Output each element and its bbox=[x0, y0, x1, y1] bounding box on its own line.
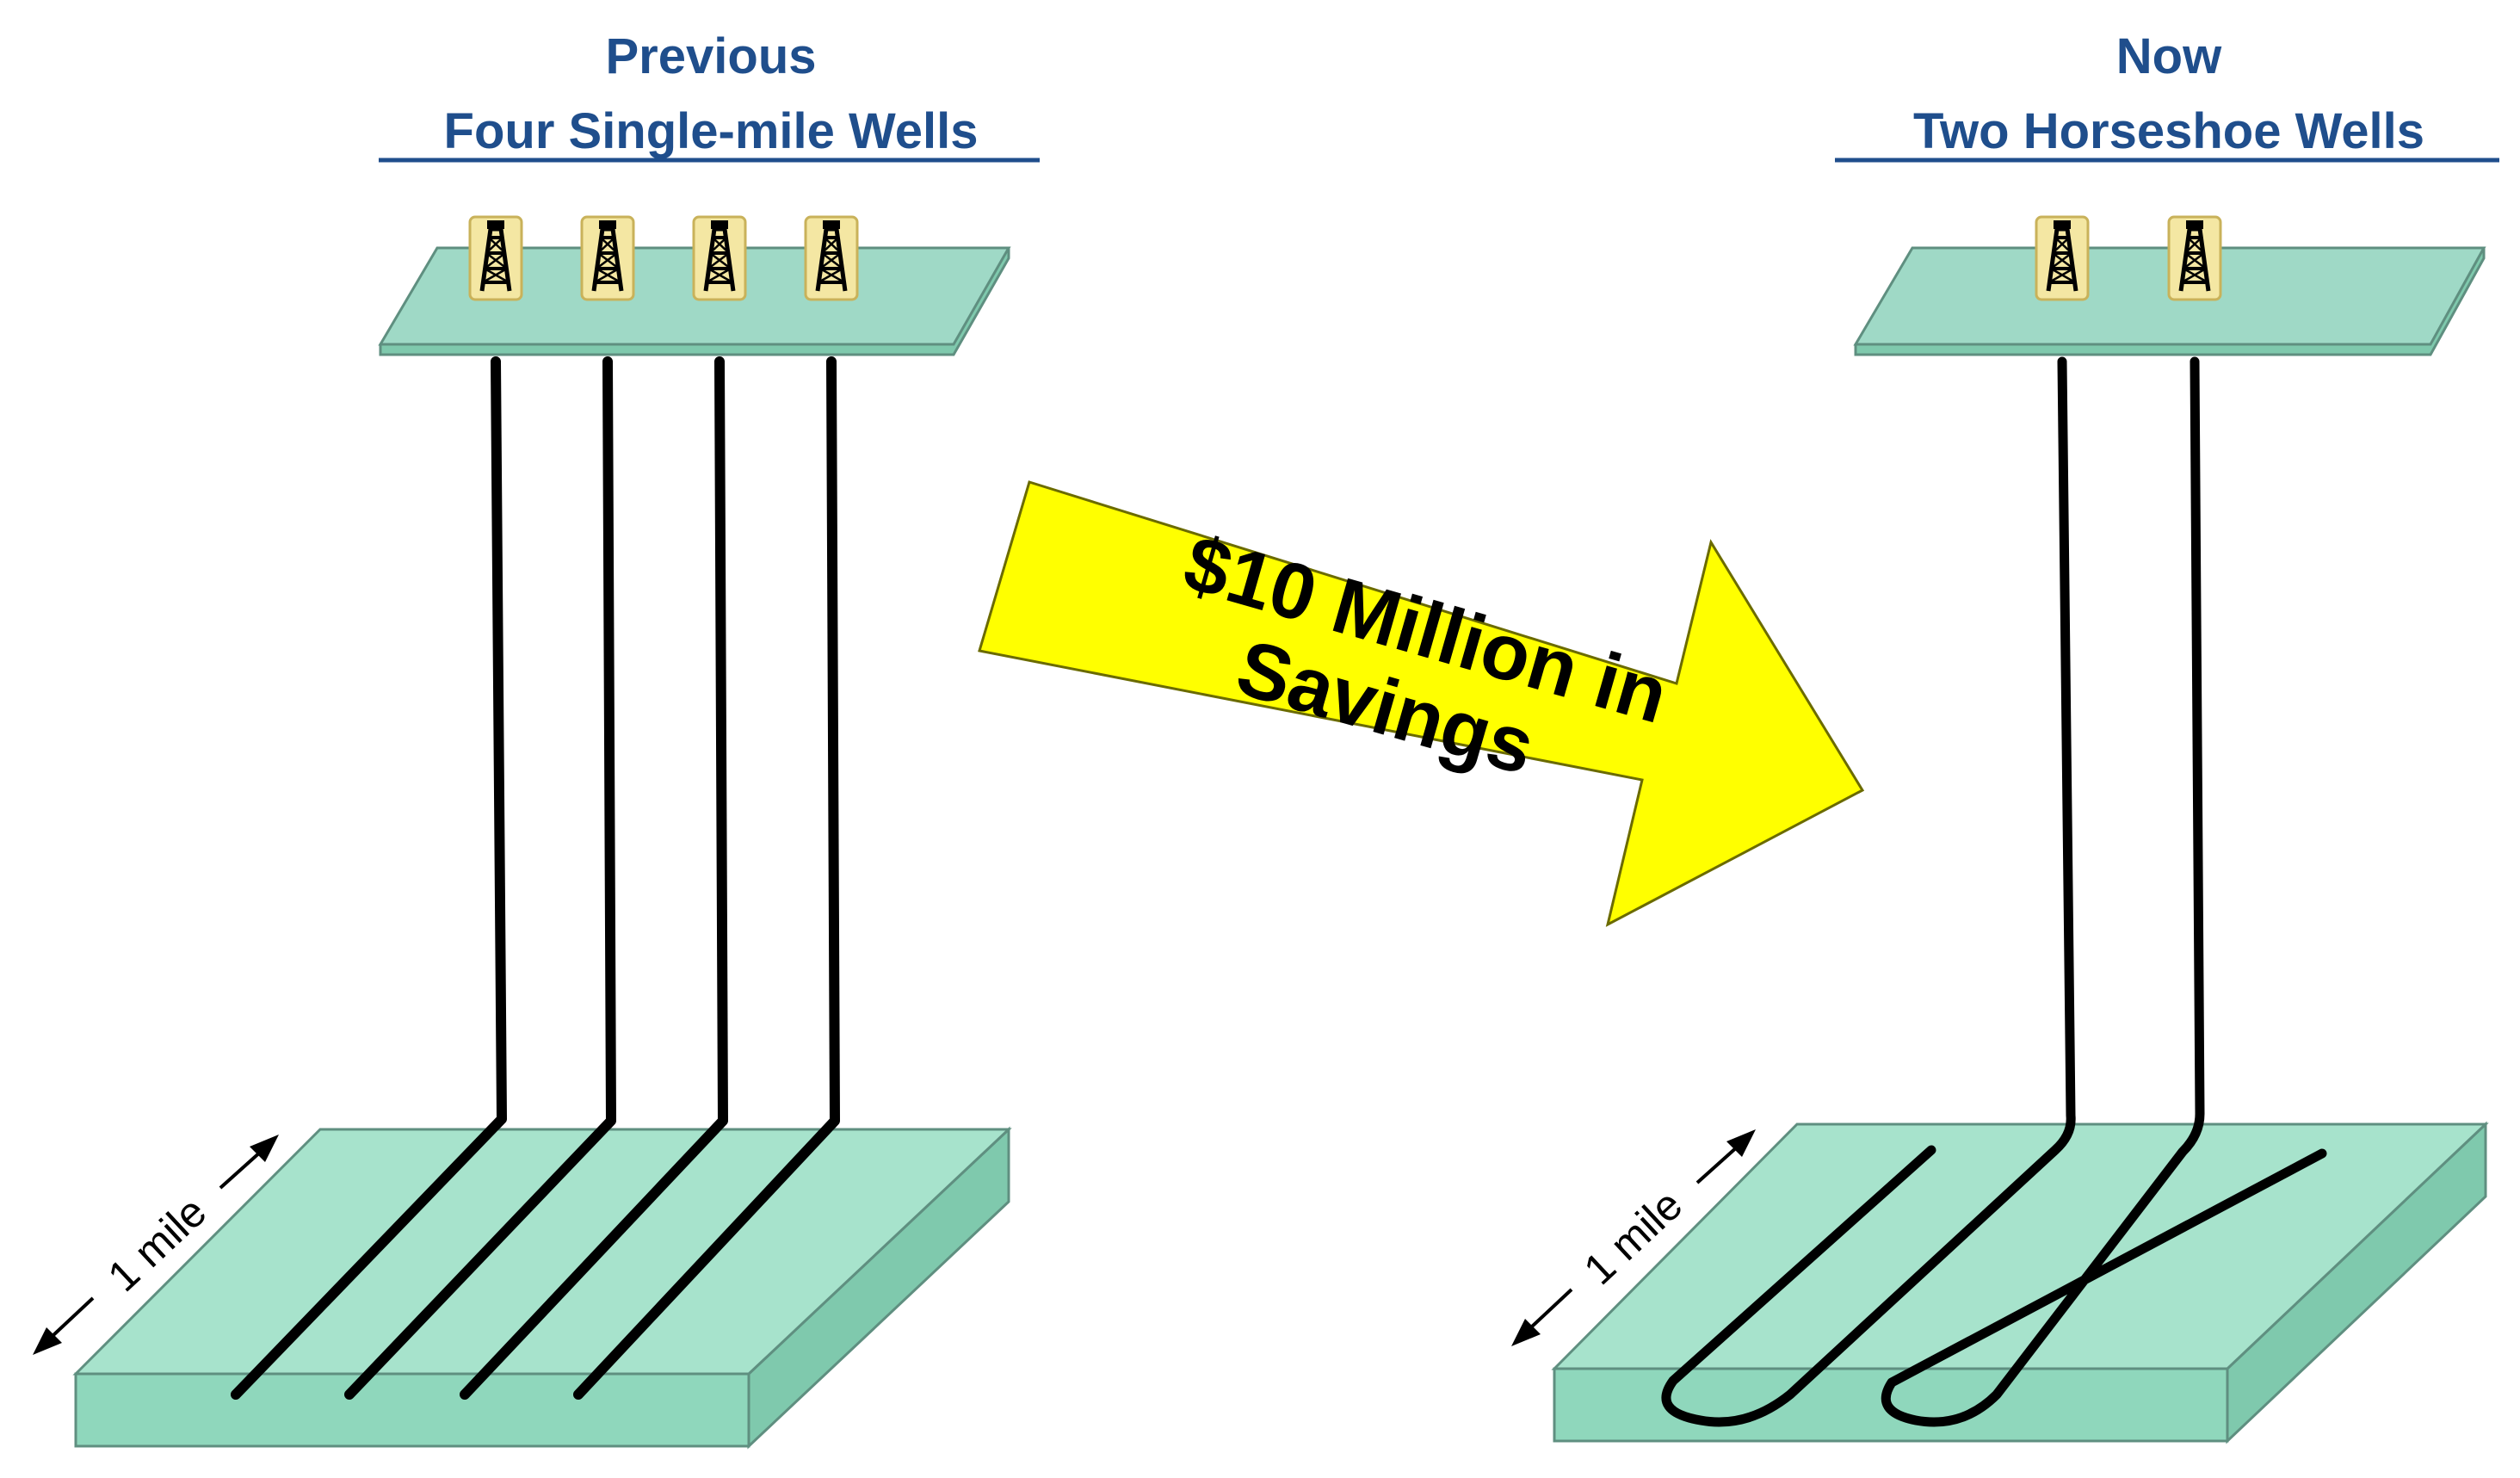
oil-derrick-icon bbox=[2036, 217, 2088, 300]
left-well-2 bbox=[344, 356, 616, 1400]
oil-derrick-icon bbox=[470, 217, 522, 300]
arrowhead-icon bbox=[1511, 1319, 1541, 1346]
left-well-3 bbox=[460, 356, 728, 1400]
right-title-line2: Two Horseshoe Wells bbox=[1913, 103, 2424, 159]
left-title-line2: Four Single-mile Wells bbox=[444, 103, 979, 159]
left-panel: Previous Four Single-mile Wells bbox=[33, 28, 1040, 1450]
left-well-4 bbox=[573, 356, 840, 1400]
left-slab-top bbox=[72, 1128, 1012, 1376]
left-well-1 bbox=[231, 356, 507, 1400]
right-wells bbox=[1661, 356, 2327, 1427]
oil-derrick-icon bbox=[806, 217, 857, 300]
right-horseshoe-well-2 bbox=[1881, 356, 2327, 1427]
right-slab-top bbox=[1551, 1122, 2489, 1370]
arrowhead-icon bbox=[250, 1135, 279, 1162]
left-wells bbox=[231, 356, 840, 1400]
left-title-line1: Previous bbox=[606, 28, 817, 84]
oil-derrick-icon bbox=[2169, 217, 2220, 300]
oil-derrick-icon bbox=[582, 217, 633, 300]
right-horseshoe-well-1 bbox=[1661, 356, 2076, 1427]
arrowhead-icon bbox=[1726, 1129, 1756, 1157]
right-title-line1: Now bbox=[2116, 28, 2222, 84]
left-slab-front bbox=[74, 1372, 750, 1448]
oil-derrick-icon bbox=[694, 217, 745, 300]
right-reservoir-slab bbox=[1551, 1121, 2489, 1444]
right-panel: Now Two Horseshoe Wells 1 mile bbox=[1511, 28, 2499, 1444]
arrow-shape bbox=[978, 480, 1865, 927]
savings-arrow: $10 Million in Savings bbox=[978, 480, 1865, 927]
left-reservoir-slab bbox=[72, 1126, 1012, 1450]
arrowhead-icon bbox=[33, 1327, 62, 1355]
